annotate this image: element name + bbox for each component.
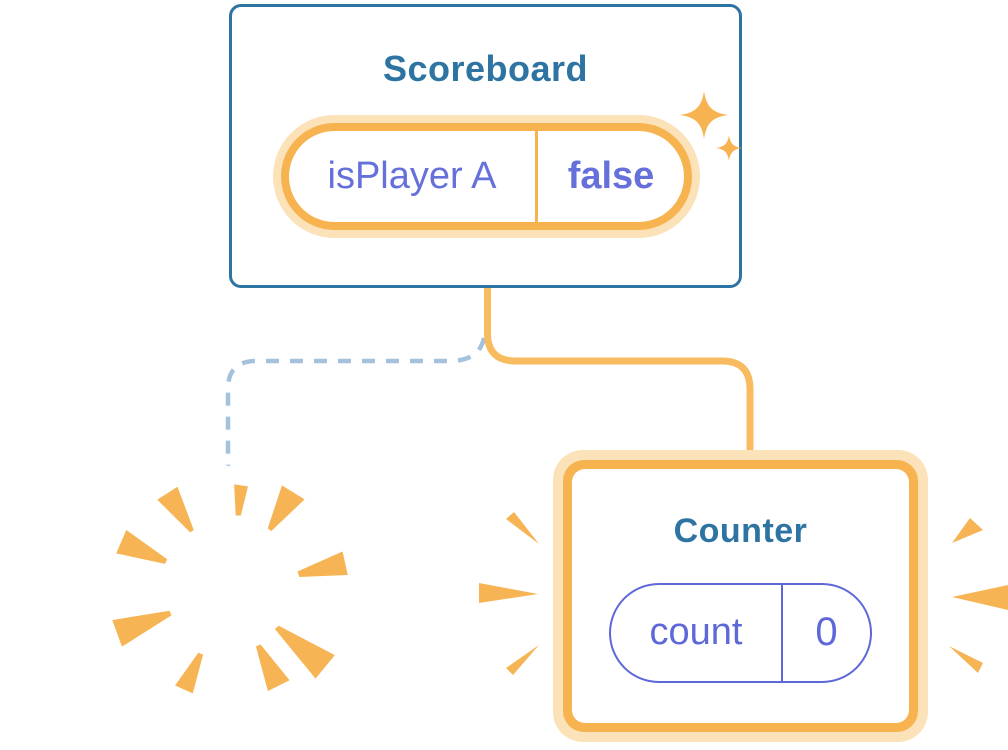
counter-state-pill: count 0	[609, 582, 872, 683]
scoreboard-card: Scoreboard isPlayer A false	[229, 4, 742, 288]
destroyed-component-card	[86, 446, 375, 735]
poof-burst-icon	[112, 484, 348, 694]
state-key: isPlayer A	[327, 155, 497, 197]
counter-state-key: count	[649, 611, 743, 654]
counter-pill-divider	[781, 584, 783, 681]
counter-title: Counter	[673, 512, 808, 550]
emphasis-marks-left-icon	[479, 512, 539, 675]
state-pill-divider	[535, 131, 538, 222]
counter-card-ring: Counter count 0	[563, 460, 918, 732]
solid-connector-line	[484, 286, 754, 455]
sparkle-icon	[680, 91, 742, 161]
state-value: false	[567, 155, 655, 197]
counter-card: Counter count 0	[553, 450, 928, 742]
scoreboard-state-pill: isPlayer A false	[273, 115, 700, 238]
scoreboard-title: Scoreboard	[382, 48, 589, 89]
state-pill-ring: isPlayer A false	[281, 123, 692, 230]
emphasis-marks-right-icon	[949, 518, 1008, 673]
counter-state-value: 0	[815, 610, 838, 655]
counter-card-inner: Counter count 0	[572, 469, 909, 723]
state-pill-inner: isPlayer A false	[289, 131, 684, 222]
dashed-connector-line	[225, 337, 487, 472]
